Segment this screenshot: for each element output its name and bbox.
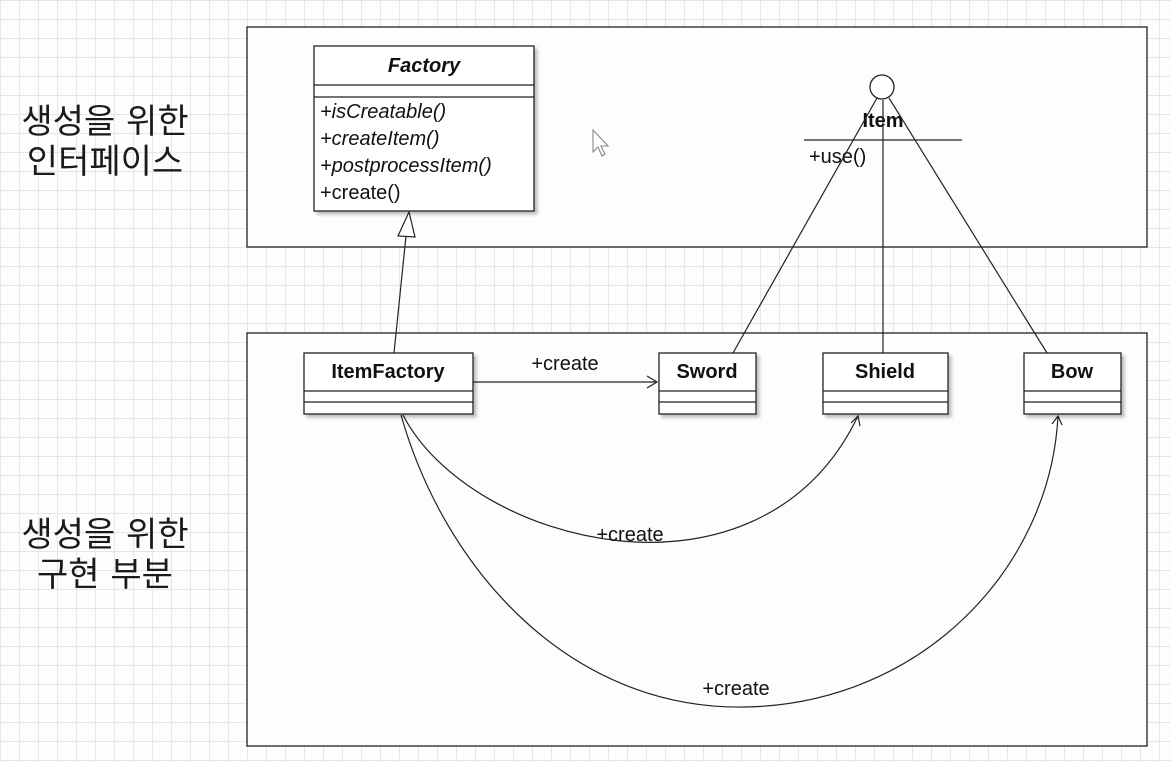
item-interface-lollipop-icon[interactable]: [869, 74, 895, 100]
shield-class-box: [822, 352, 949, 415]
sword-class[interactable]: [658, 352, 757, 415]
item-method-use: +use(): [809, 146, 866, 168]
shield-association-label: +create: [596, 524, 663, 546]
bow-class[interactable]: [1023, 352, 1122, 415]
shield-class-name: Shield: [855, 361, 915, 383]
sword-arrowhead-icon: [646, 375, 659, 389]
sword-class-box: [658, 352, 757, 415]
mouse-cursor-icon: [592, 128, 610, 157]
interface-side-label: 생성을 위한 인터페이스: [0, 102, 210, 182]
sword-realization-line: [732, 97, 878, 354]
bow-association-label: +create: [702, 678, 769, 700]
implementation-label-line-1: 생성을 위한: [21, 515, 189, 555]
factory-class-name: Factory: [388, 55, 461, 77]
factory-method-createitem: +createItem(): [320, 128, 439, 150]
bow-arrowhead-icon: [1051, 414, 1063, 426]
shield-association-curve: [402, 414, 859, 543]
generalization-line: [393, 235, 407, 354]
factory-method-postprocessitem: +postprocessItem(): [320, 155, 492, 177]
shield-arrowhead-icon: [850, 414, 861, 427]
shield-class[interactable]: [822, 352, 949, 415]
factory-class-box: [313, 45, 535, 212]
implementation-label-line-2: 구현 부분: [37, 555, 173, 595]
interface-label-line-2: 인터페이스: [26, 142, 184, 182]
itemfactory-class[interactable]: [303, 352, 474, 415]
bow-association-curve: [400, 414, 1059, 708]
bow-class-name: Bow: [1051, 361, 1094, 383]
factory-method-iscreatable: +isCreatable(): [320, 101, 446, 123]
sword-association-label: +create: [531, 353, 598, 375]
bow-realization-line: [888, 97, 1048, 354]
factory-method-create: +create(): [320, 182, 401, 204]
implementation-side-label: 생성을 위한 구현 부분: [0, 515, 210, 595]
sword-class-name: Sword: [676, 361, 737, 383]
generalization-arrowhead-icon: [397, 210, 416, 238]
interface-label-line-1: 생성을 위한: [21, 102, 189, 142]
itemfactory-class-box: [303, 352, 474, 415]
bow-class-box: [1023, 352, 1122, 415]
itemfactory-class-name: ItemFactory: [331, 361, 445, 383]
factory-class[interactable]: [313, 45, 535, 212]
